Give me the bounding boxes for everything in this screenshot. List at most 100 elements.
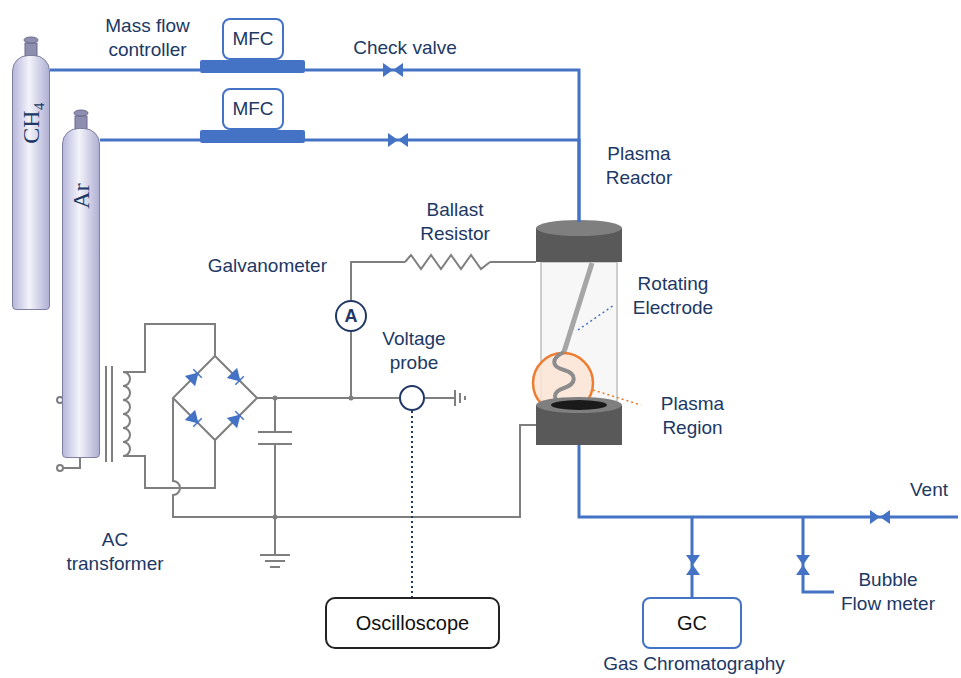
label-holder: Vent <box>905 478 953 502</box>
gas-cylinder: Ar <box>62 128 100 458</box>
electric-wires-part <box>123 372 130 456</box>
electric-wires-part <box>350 332 352 398</box>
node-heading-holder: Galvanometer <box>177 254 327 278</box>
node-heading-holder: Plasma Reactor <box>594 142 684 190</box>
bridge-diodes-part-part <box>193 418 201 426</box>
gas-cylinder-valves-part <box>24 37 38 43</box>
bridge-diodes <box>186 369 244 427</box>
plasma-reactor-drawing-part <box>564 263 592 352</box>
electric-wires-part <box>123 324 215 372</box>
node-heading: Galvanometer <box>177 254 327 278</box>
node-text: Ar <box>69 183 93 208</box>
leader-lines-part <box>578 305 614 330</box>
junction-dots-part <box>349 396 354 401</box>
node-heading: Voltage probe <box>361 327 467 375</box>
part-label: AC transformer <box>60 528 170 576</box>
check-valves-part <box>880 510 890 524</box>
gas-lines <box>693 517 958 592</box>
gas-pipe <box>100 139 200 142</box>
electric-wires-part <box>405 255 490 269</box>
label-holder: Ballast Resistor <box>405 198 505 246</box>
part-label: Vent <box>905 478 953 502</box>
node-text: CH₄ <box>19 102 43 144</box>
leader-lines-part <box>593 390 641 405</box>
part-label: Rotating Electrode <box>618 272 728 320</box>
gas-cylinder-valves-part <box>74 110 88 116</box>
bridge-diodes-part-part <box>186 411 202 427</box>
probe-cable <box>411 411 413 597</box>
gas-lines-part <box>693 516 958 519</box>
check-valves-part <box>796 555 810 565</box>
node-heading-holder: Voltage probe <box>361 327 467 375</box>
bridge-diodes-part <box>228 369 244 385</box>
gas-pipe <box>579 445 692 597</box>
meter-circle: Voltage probe <box>399 385 425 411</box>
instrument-box: MFC <box>200 88 305 143</box>
label-holder: Bubble Flow meter <box>838 568 938 616</box>
node-text: MFC <box>232 27 273 51</box>
instrument-box: MFC <box>200 18 305 73</box>
node-text: MFC <box>232 97 273 121</box>
part-label: Bubble Flow meter <box>838 568 938 616</box>
node-text: A <box>345 304 358 328</box>
label-holder: Plasma Region <box>645 392 740 440</box>
meter-circle: GalvanometerA <box>335 300 367 332</box>
electric-wires-part <box>257 397 399 399</box>
electric-wires-part <box>425 397 455 399</box>
bridge-diodes-part-part <box>228 411 244 427</box>
bridge-diodes-part-part <box>193 369 201 377</box>
leader-lines <box>578 305 641 405</box>
mfc-base <box>200 60 305 73</box>
electric-wires-part <box>455 390 465 406</box>
plasma-reactor-drawing <box>533 220 622 445</box>
junction-dots <box>273 396 354 520</box>
electric-wires-part <box>351 262 405 300</box>
label-holder: Check valve <box>330 36 480 60</box>
mfc-base <box>200 130 305 143</box>
label-holder: AC transformer <box>60 528 170 576</box>
electric-wires-part <box>260 555 290 567</box>
gas-lines-part <box>803 517 834 592</box>
electric-wires <box>57 255 536 567</box>
bridge-diodes-part-part <box>186 369 202 385</box>
check-valves-part <box>870 510 880 524</box>
plasma-reactor-drawing-part <box>551 400 607 410</box>
bridge-diodes-part <box>186 411 202 427</box>
bridge-diodes-part <box>186 369 202 385</box>
label-holder: Rotating Electrode <box>618 272 728 320</box>
electric-wires-part <box>57 465 63 471</box>
part-label: Mass flow controller <box>95 14 200 62</box>
electric-wires-part <box>173 356 257 440</box>
gas-cylinder: CH₄ <box>12 55 50 310</box>
label-holder: Mass flow controller <box>95 14 200 62</box>
node-heading: Plasma Reactor <box>594 142 684 190</box>
plasma-reactor: Plasma Reactor <box>536 222 622 445</box>
plasma-reactor-drawing-part <box>536 397 622 413</box>
bridge-diodes-part-part <box>228 369 244 385</box>
electric-wires-part <box>106 366 112 462</box>
plasma-reactor-drawing-part <box>536 220 622 236</box>
instrument-box: Oscilloscope <box>325 597 500 649</box>
junction-dots-part <box>273 396 278 401</box>
node-text: Oscilloscope <box>356 611 469 635</box>
bridge-diodes-part-part <box>235 376 243 384</box>
electric-wires-part <box>173 398 536 517</box>
mfc-box: MFC <box>222 88 284 130</box>
node-heading-holder: Gas Chromatography <box>544 652 844 676</box>
electric-wires-part <box>490 261 536 263</box>
electric-wires-part <box>123 440 215 488</box>
bridge-diodes-part-part <box>235 411 243 419</box>
node-text: GC <box>677 611 707 635</box>
electric-wires-part <box>258 398 292 555</box>
instrument-box: GCGas Chromatography <box>642 597 742 649</box>
part-label: Ballast Resistor <box>405 198 505 246</box>
check-valves-part <box>796 565 810 575</box>
bridge-diodes-part <box>228 411 244 427</box>
mfc-box: MFC <box>222 18 284 60</box>
gas-pipe <box>50 69 200 72</box>
junction-dots-part <box>273 515 278 520</box>
